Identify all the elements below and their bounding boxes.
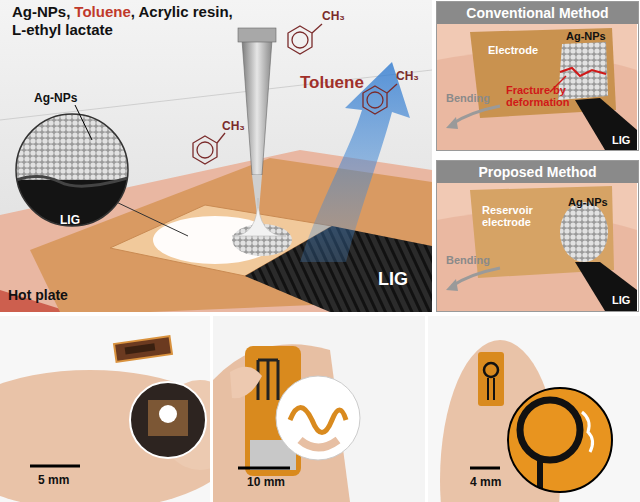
part-label: LIG xyxy=(60,214,80,227)
part-label: CH₃ xyxy=(222,120,245,133)
part-label: CH₃ xyxy=(396,70,419,83)
panel-heading: Proposed Method xyxy=(437,161,638,183)
panel-heading: Conventional Method xyxy=(437,2,638,24)
photo-3 xyxy=(428,316,640,502)
part-label: 4 mm xyxy=(470,476,501,489)
part-label: Bending xyxy=(446,92,490,104)
part-label: 5 mm xyxy=(38,474,69,487)
part-label: LIG xyxy=(612,134,630,146)
part-label: Fracture by deformation xyxy=(506,84,568,108)
photo-1 xyxy=(0,316,210,502)
ink-label: , Acrylic resin, xyxy=(131,3,233,20)
part-label: Electrode xyxy=(488,44,538,56)
part-label: Hot plate xyxy=(8,288,68,303)
photo-2 xyxy=(213,316,425,502)
part-label: LIG xyxy=(378,270,408,290)
part-label: LIG xyxy=(612,294,630,306)
ink-label: Toluene xyxy=(74,3,130,20)
part-label: 10 mm xyxy=(247,476,285,489)
ink-label-row: Ag-NPs,Toluene, Acrylic resin, xyxy=(12,3,233,20)
part-label: Bending xyxy=(446,254,490,266)
part-label: Reservoir electrode xyxy=(482,204,548,228)
main-scene xyxy=(0,0,432,312)
conventional-art xyxy=(437,24,637,150)
part-label: CH₃ xyxy=(322,10,345,23)
proposed-art xyxy=(437,183,637,311)
method-panel: Conventional Method xyxy=(436,1,639,151)
part-label: Ag-NPs xyxy=(568,196,608,208)
ink-label: Ag-NPs, xyxy=(12,3,70,20)
part-label: Ag-NPs xyxy=(566,30,606,42)
part-label: L-ethyl lactate xyxy=(12,22,113,39)
part-label: Ag-NPs xyxy=(34,92,77,105)
part-label: Toluene xyxy=(300,74,364,93)
method-panel: Proposed Method xyxy=(436,160,639,312)
